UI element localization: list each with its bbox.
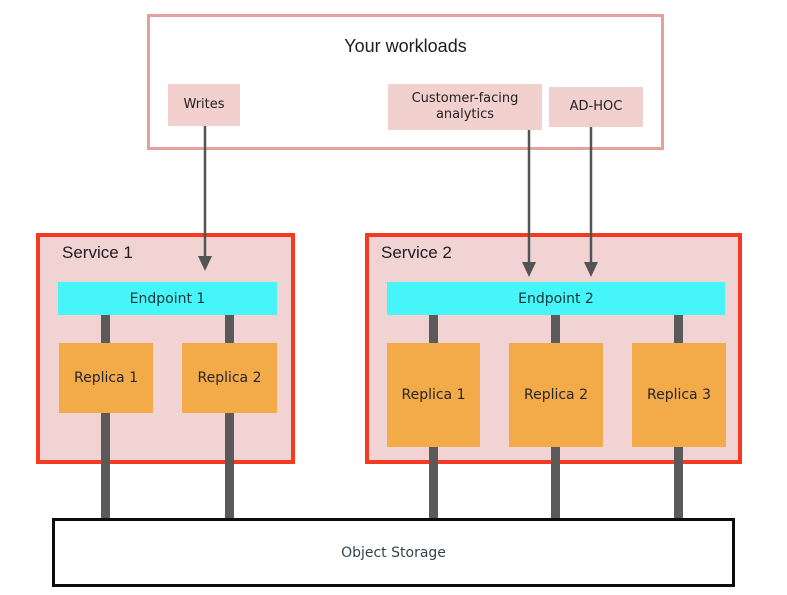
connector [429, 447, 438, 518]
service-2-title: Service 2 [381, 243, 452, 262]
service-2-endpoint-label: Endpoint 2 [518, 290, 594, 307]
service-2-replica-3-label: Replica 3 [646, 387, 711, 403]
service-1-endpoint-label: Endpoint 1 [129, 290, 206, 307]
connector [429, 315, 438, 343]
workload-item-writes-label: Writes [183, 96, 225, 112]
workload-item-analytics: Customer-facing analytics [388, 84, 542, 130]
connector [101, 315, 110, 343]
connector [101, 413, 110, 518]
workload-item-writes: Writes [168, 84, 240, 126]
workload-item-adhoc: AD-HOC [549, 87, 643, 127]
connector [225, 413, 234, 518]
service-1-title: Service 1 [62, 243, 133, 262]
connector [551, 315, 560, 343]
object-storage-label: Object Storage [341, 544, 446, 561]
service-1-replica-2-label: Replica 2 [197, 370, 262, 386]
connector [674, 315, 683, 343]
service-1-replica-1: Replica 1 [59, 343, 153, 413]
connector [551, 447, 560, 518]
service-2-replica-3: Replica 3 [632, 343, 726, 447]
object-storage-box: Object Storage [52, 518, 735, 587]
service-2-replica-2-label: Replica 2 [523, 387, 588, 403]
service-1-replica-2: Replica 2 [182, 343, 277, 413]
service-2-endpoint: Endpoint 2 [387, 282, 725, 315]
workload-item-adhoc-label: AD-HOC [569, 98, 623, 114]
service-2-replica-1: Replica 1 [387, 343, 480, 447]
workloads-title: Your workloads [344, 36, 467, 56]
connector [225, 315, 234, 343]
workload-item-analytics-label: Customer-facing analytics [411, 90, 519, 122]
connector [674, 447, 683, 518]
service-2-replica-2: Replica 2 [509, 343, 603, 447]
service-1-endpoint: Endpoint 1 [58, 282, 277, 315]
service-1-replica-1-label: Replica 1 [73, 370, 138, 386]
service-2-replica-1-label: Replica 1 [401, 387, 466, 403]
